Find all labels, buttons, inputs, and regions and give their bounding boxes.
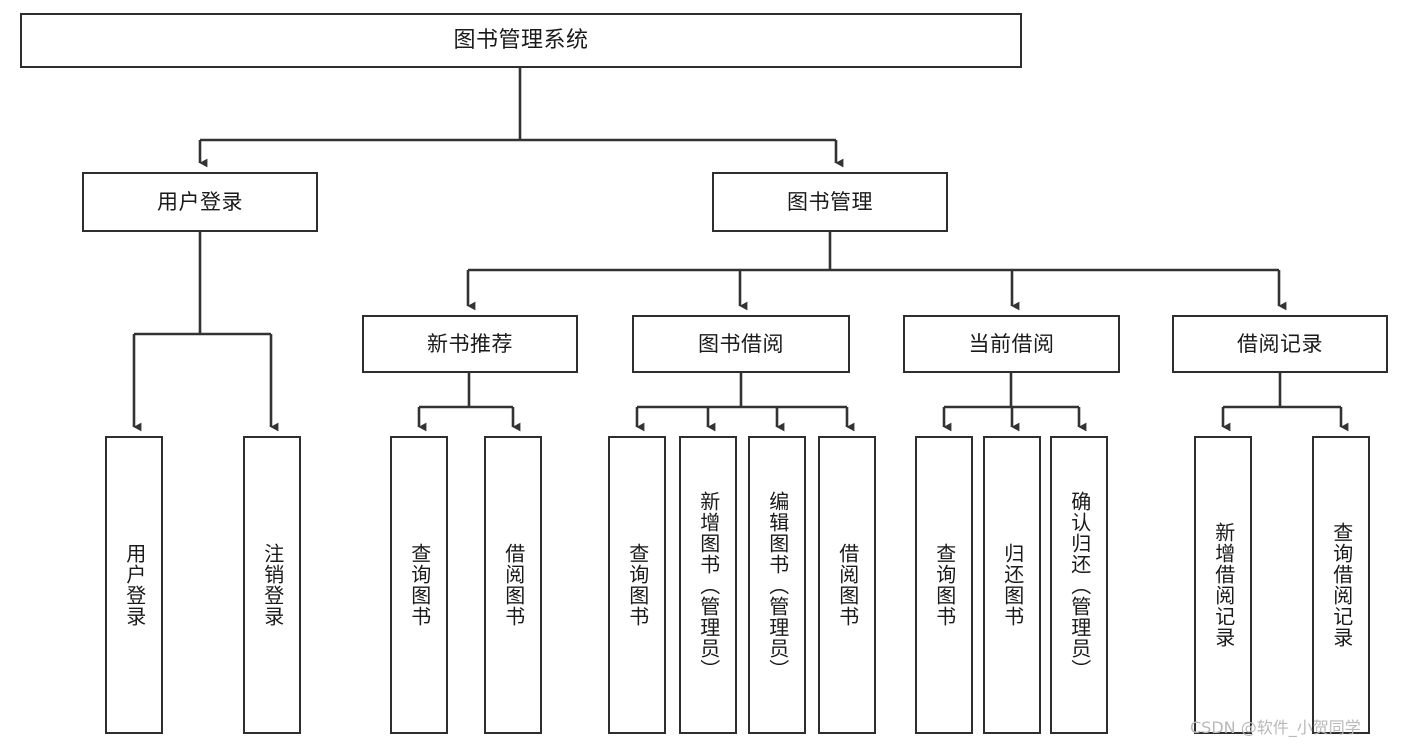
node-label: 新增借阅记录	[1211, 522, 1236, 648]
node-user-login[interactable]: 用户登录	[82, 172, 318, 232]
node-borrow-record[interactable]: 借阅记录	[1172, 315, 1388, 373]
node-label: 查询图书	[625, 543, 650, 627]
node-label: 归还图书	[1000, 543, 1025, 627]
node-label: 图书管理系统	[453, 27, 589, 53]
node-label: 查询图书	[932, 543, 957, 627]
node-label: 用户登录	[157, 189, 243, 214]
node-label: 用户登录	[122, 543, 147, 627]
node-label: 借阅图书	[501, 543, 526, 627]
node-root-system[interactable]: 图书管理系统	[20, 13, 1022, 68]
node-label: 当前借阅	[968, 331, 1055, 356]
leaf-current-borrow-return[interactable]: 归还图书	[983, 436, 1041, 734]
leaf-book-borrow-edit[interactable]: 编辑图书（管理员）	[748, 436, 806, 734]
node-label: 注销登录	[260, 543, 285, 627]
leaf-current-borrow-confirm-return[interactable]: 确认归还（管理员）	[1050, 436, 1108, 734]
leaf-new-book-query[interactable]: 查询图书	[390, 436, 448, 734]
leaf-user-login-signin[interactable]: 用户登录	[105, 436, 163, 734]
node-new-book-recommend[interactable]: 新书推荐	[362, 315, 578, 373]
leaf-borrow-record-query[interactable]: 查询借阅记录	[1312, 436, 1370, 734]
node-label: 查询图书	[407, 543, 432, 627]
leaf-user-login-signout[interactable]: 注销登录	[243, 436, 301, 734]
leaf-new-book-borrow[interactable]: 借阅图书	[484, 436, 542, 734]
node-label: 编辑图书（管理员）	[765, 490, 790, 680]
leaf-book-borrow-add[interactable]: 新增图书（管理员）	[679, 436, 737, 734]
node-label: 图书借阅	[698, 331, 784, 356]
node-book-borrow[interactable]: 图书借阅	[632, 315, 850, 373]
node-label: 借阅图书	[835, 543, 860, 627]
node-label: 查询借阅记录	[1329, 522, 1354, 648]
leaf-current-borrow-query[interactable]: 查询图书	[915, 436, 973, 734]
node-label: 图书管理	[787, 189, 873, 214]
leaf-borrow-record-add[interactable]: 新增借阅记录	[1194, 436, 1252, 734]
node-book-management[interactable]: 图书管理	[712, 172, 948, 232]
leaf-book-borrow-lend[interactable]: 借阅图书	[818, 436, 876, 734]
node-label: 新增图书（管理员）	[696, 490, 721, 680]
node-label: 新书推荐	[427, 331, 513, 356]
leaf-book-borrow-query[interactable]: 查询图书	[608, 436, 666, 734]
node-label: 借阅记录	[1237, 331, 1323, 356]
node-current-borrow[interactable]: 当前借阅	[903, 315, 1120, 373]
node-label: 确认归还（管理员）	[1067, 490, 1092, 680]
